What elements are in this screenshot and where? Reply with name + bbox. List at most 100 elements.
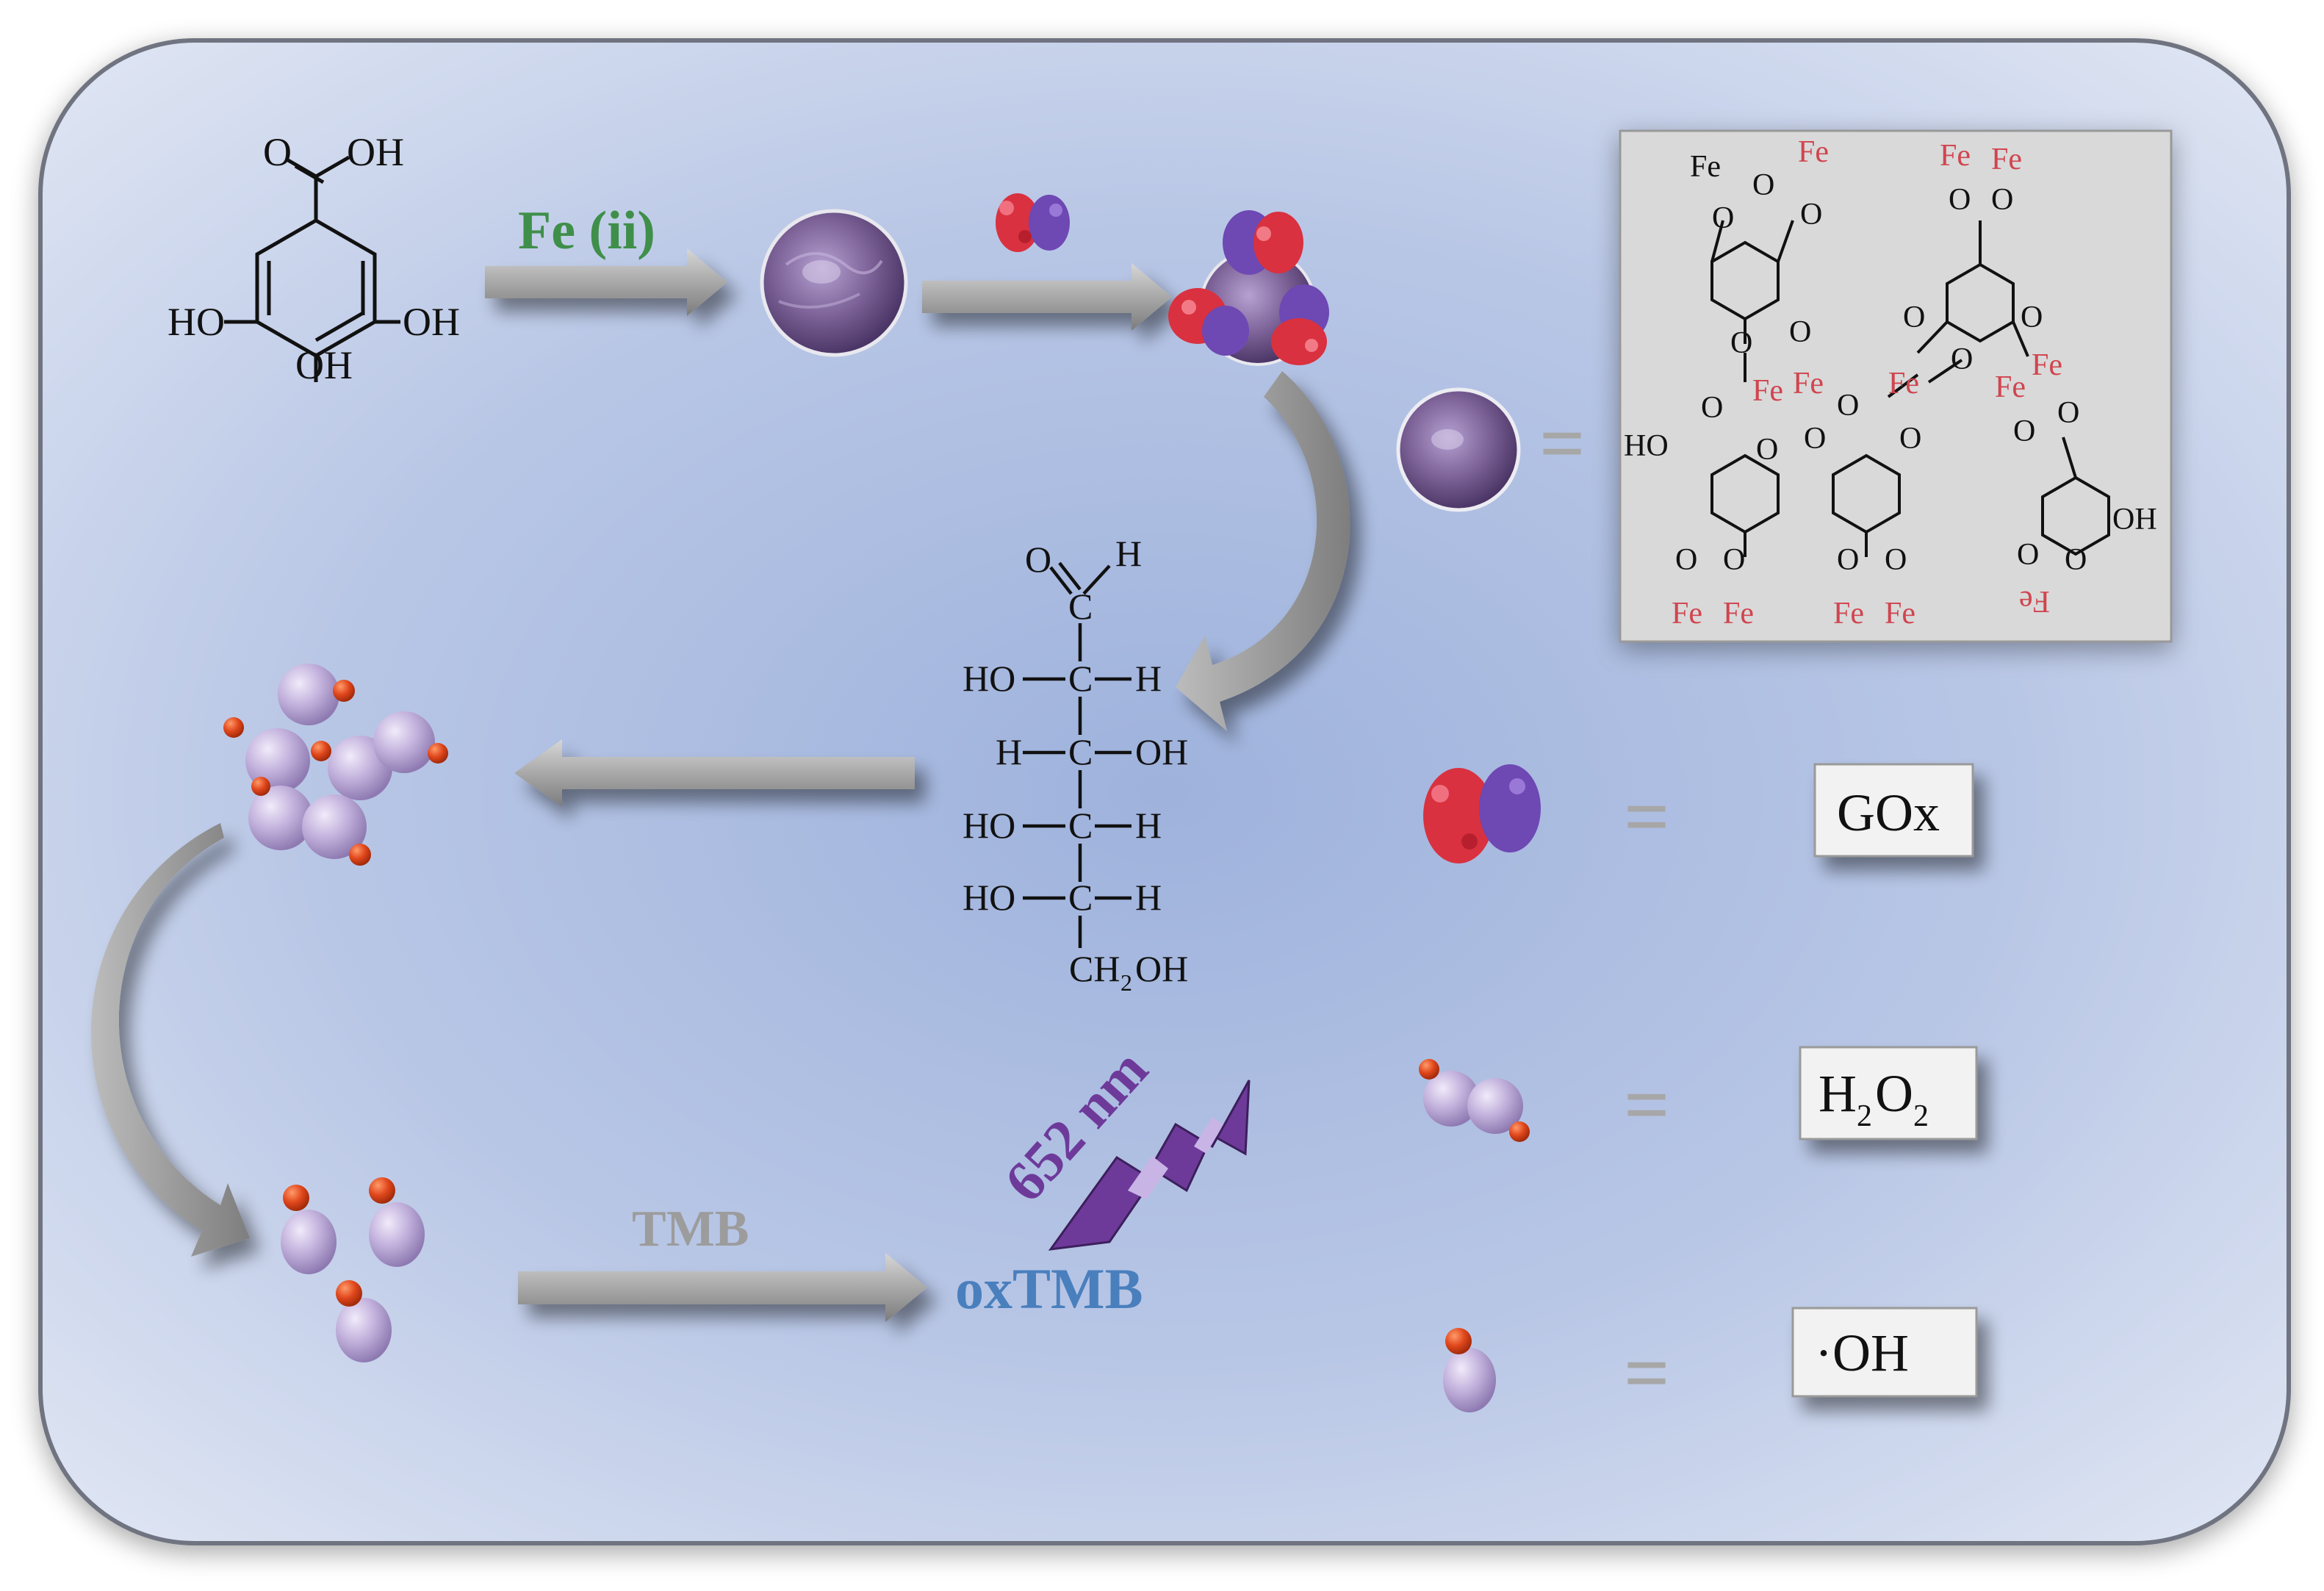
- legend-gox-label: GOx: [1837, 783, 1940, 842]
- mof-o-8: O: [1903, 301, 1925, 334]
- mof-fe-black: Fe: [1690, 150, 1721, 184]
- glucose-row3-right: H: [1135, 805, 1162, 846]
- mof-o-9: O: [2021, 301, 2043, 334]
- legend-h2o2-h: H: [1818, 1064, 1857, 1123]
- legend-oh-box: [1791, 1307, 1978, 1398]
- mof-fe-10: Fe: [1723, 597, 1754, 631]
- mof-o-22: O: [1837, 543, 1859, 577]
- legend-oh-label: ·OH: [1815, 1324, 1909, 1382]
- curved-arrow-to-radicals: [90, 823, 250, 1257]
- glucose-row2-right: OH: [1135, 731, 1188, 772]
- mof-o-17: O: [2013, 414, 2035, 448]
- legend-h2o2-o: O: [1875, 1064, 1913, 1123]
- legend-gox-box: [1813, 763, 1974, 858]
- glucose-row4-right: H: [1135, 877, 1162, 918]
- legend-h2o2-sub2: 2: [1913, 1099, 1929, 1133]
- mof-o-3: O: [1991, 183, 2013, 217]
- glucose-row3-c: C: [1068, 805, 1093, 846]
- gox-enzyme-small-icon: [996, 193, 1070, 252]
- legend-equals-oh: =: [1624, 1328, 1670, 1418]
- legend-equals-h2o2: =: [1624, 1060, 1670, 1149]
- glucose-aldehyde-h: H: [1115, 533, 1142, 574]
- gallic-left-oh: HO: [168, 300, 225, 344]
- mof-o-6: O: [1730, 326, 1752, 360]
- mof-o-5: O: [1800, 198, 1822, 231]
- glucose-structure: [1023, 561, 1132, 948]
- glucose-row2-c: C: [1068, 731, 1093, 772]
- mof-nanoparticle-icon: [760, 209, 908, 357]
- hydroxyl-radicals-icon: [281, 1177, 425, 1362]
- mof-o-15: O: [1804, 422, 1826, 456]
- legend-h2o2-sub1: 2: [1857, 1099, 1872, 1133]
- mof-ho-left: HO: [1624, 429, 1669, 463]
- gallic-acid-structure: [224, 155, 400, 382]
- legend-equals-mof: =: [1539, 398, 1586, 488]
- gallic-carboxyl-oh: OH: [347, 130, 404, 174]
- glucose-c1: C: [1068, 586, 1093, 627]
- mof-o-20: O: [1675, 543, 1697, 577]
- mof-o-14: O: [1756, 433, 1778, 467]
- mof-fe-6: Fe: [1888, 367, 1919, 401]
- mof-o-12: O: [1837, 389, 1859, 423]
- curved-arrow-to-glucose: [1176, 371, 1350, 731]
- mof-oh-right: OH: [2112, 503, 2157, 536]
- mof-fe-4: Fe: [1752, 374, 1783, 408]
- mof-fe-3: Fe: [1991, 143, 2022, 176]
- arrow-enzyme-loading: [922, 263, 1172, 331]
- mof-fe-1: Fe: [1798, 135, 1829, 169]
- glucose-aldehyde-o: O: [1025, 539, 1051, 580]
- glucose-row1-left: HO: [963, 658, 1015, 699]
- arrow-tmb-oxidation: [518, 1253, 927, 1322]
- glucose-row4-left: HO: [963, 877, 1015, 918]
- mof-o-10: O: [1951, 342, 1973, 376]
- glucose-row3-left: HO: [963, 805, 1015, 846]
- mof-fe-9: Fe: [1672, 597, 1702, 631]
- mof-structure-bonds: [1710, 220, 2110, 557]
- mof-fe-8: Fe: [2032, 348, 2062, 382]
- mof-gox-composite-icon: [1168, 210, 1329, 366]
- arrow-fe-synthesis: [485, 248, 727, 316]
- mof-o-23: O: [1885, 543, 1907, 577]
- legend-oh-icon: [1443, 1328, 1496, 1412]
- glucose-tail-sub: 2: [1120, 969, 1132, 996]
- glucose-row4-c: C: [1068, 877, 1093, 918]
- tmb-label: TMB: [632, 1201, 749, 1257]
- mof-fe-11: Fe: [1833, 597, 1864, 631]
- mof-o-1: O: [1752, 168, 1774, 202]
- mof-o-19: O: [2065, 543, 2087, 577]
- legend-h2o2-box: [1799, 1046, 1978, 1141]
- mof-fe-2: Fe: [1940, 139, 1971, 173]
- mof-o-11: O: [1701, 391, 1723, 425]
- mof-structure-labels: Fe Fe Fe Fe O O O O O O O O O O Fe Fe Fe…: [1624, 135, 2157, 631]
- fe-ii-label: Fe (ii): [518, 201, 655, 261]
- arrow-to-h2o2: [514, 739, 915, 807]
- glucose-row1-right: H: [1135, 658, 1162, 699]
- mof-structure-box: [1619, 129, 2173, 643]
- mof-fe-flipped: Fe: [2019, 584, 2050, 618]
- mof-o-16: O: [1899, 422, 1921, 456]
- mof-o-2: O: [1949, 183, 1971, 217]
- gallic-right-oh: OH: [403, 300, 460, 344]
- mof-fe-12: Fe: [1885, 597, 1915, 631]
- h2o2-cluster-icon: [223, 664, 448, 866]
- mof-o-21: O: [1723, 543, 1745, 577]
- mof-o-7: O: [1789, 315, 1811, 349]
- gallic-carboxyl-o: O: [263, 130, 292, 174]
- oxtmb-label: oxTMB: [955, 1257, 1143, 1321]
- gallic-bottom-oh: OH: [295, 343, 353, 387]
- mof-fe-5: Fe: [1793, 367, 1824, 401]
- glucose-row2-left: H: [996, 731, 1022, 772]
- glucose-tail-oh: OH: [1135, 948, 1188, 989]
- mof-o-18: O: [2017, 538, 2039, 572]
- legend-mof-sphere-icon: [1396, 387, 1521, 512]
- mof-o-13: O: [2057, 396, 2079, 430]
- legend-h2o2-icon: [1419, 1059, 1530, 1142]
- lightning-bolt-icon: [1048, 1080, 1251, 1251]
- legend-equals-gox: =: [1624, 772, 1670, 861]
- glucose-tail-ch: CH: [1069, 948, 1120, 989]
- legend-gox-icon: [1423, 764, 1541, 863]
- mof-o-4: O: [1712, 201, 1734, 235]
- glucose-row1-c: C: [1068, 658, 1093, 699]
